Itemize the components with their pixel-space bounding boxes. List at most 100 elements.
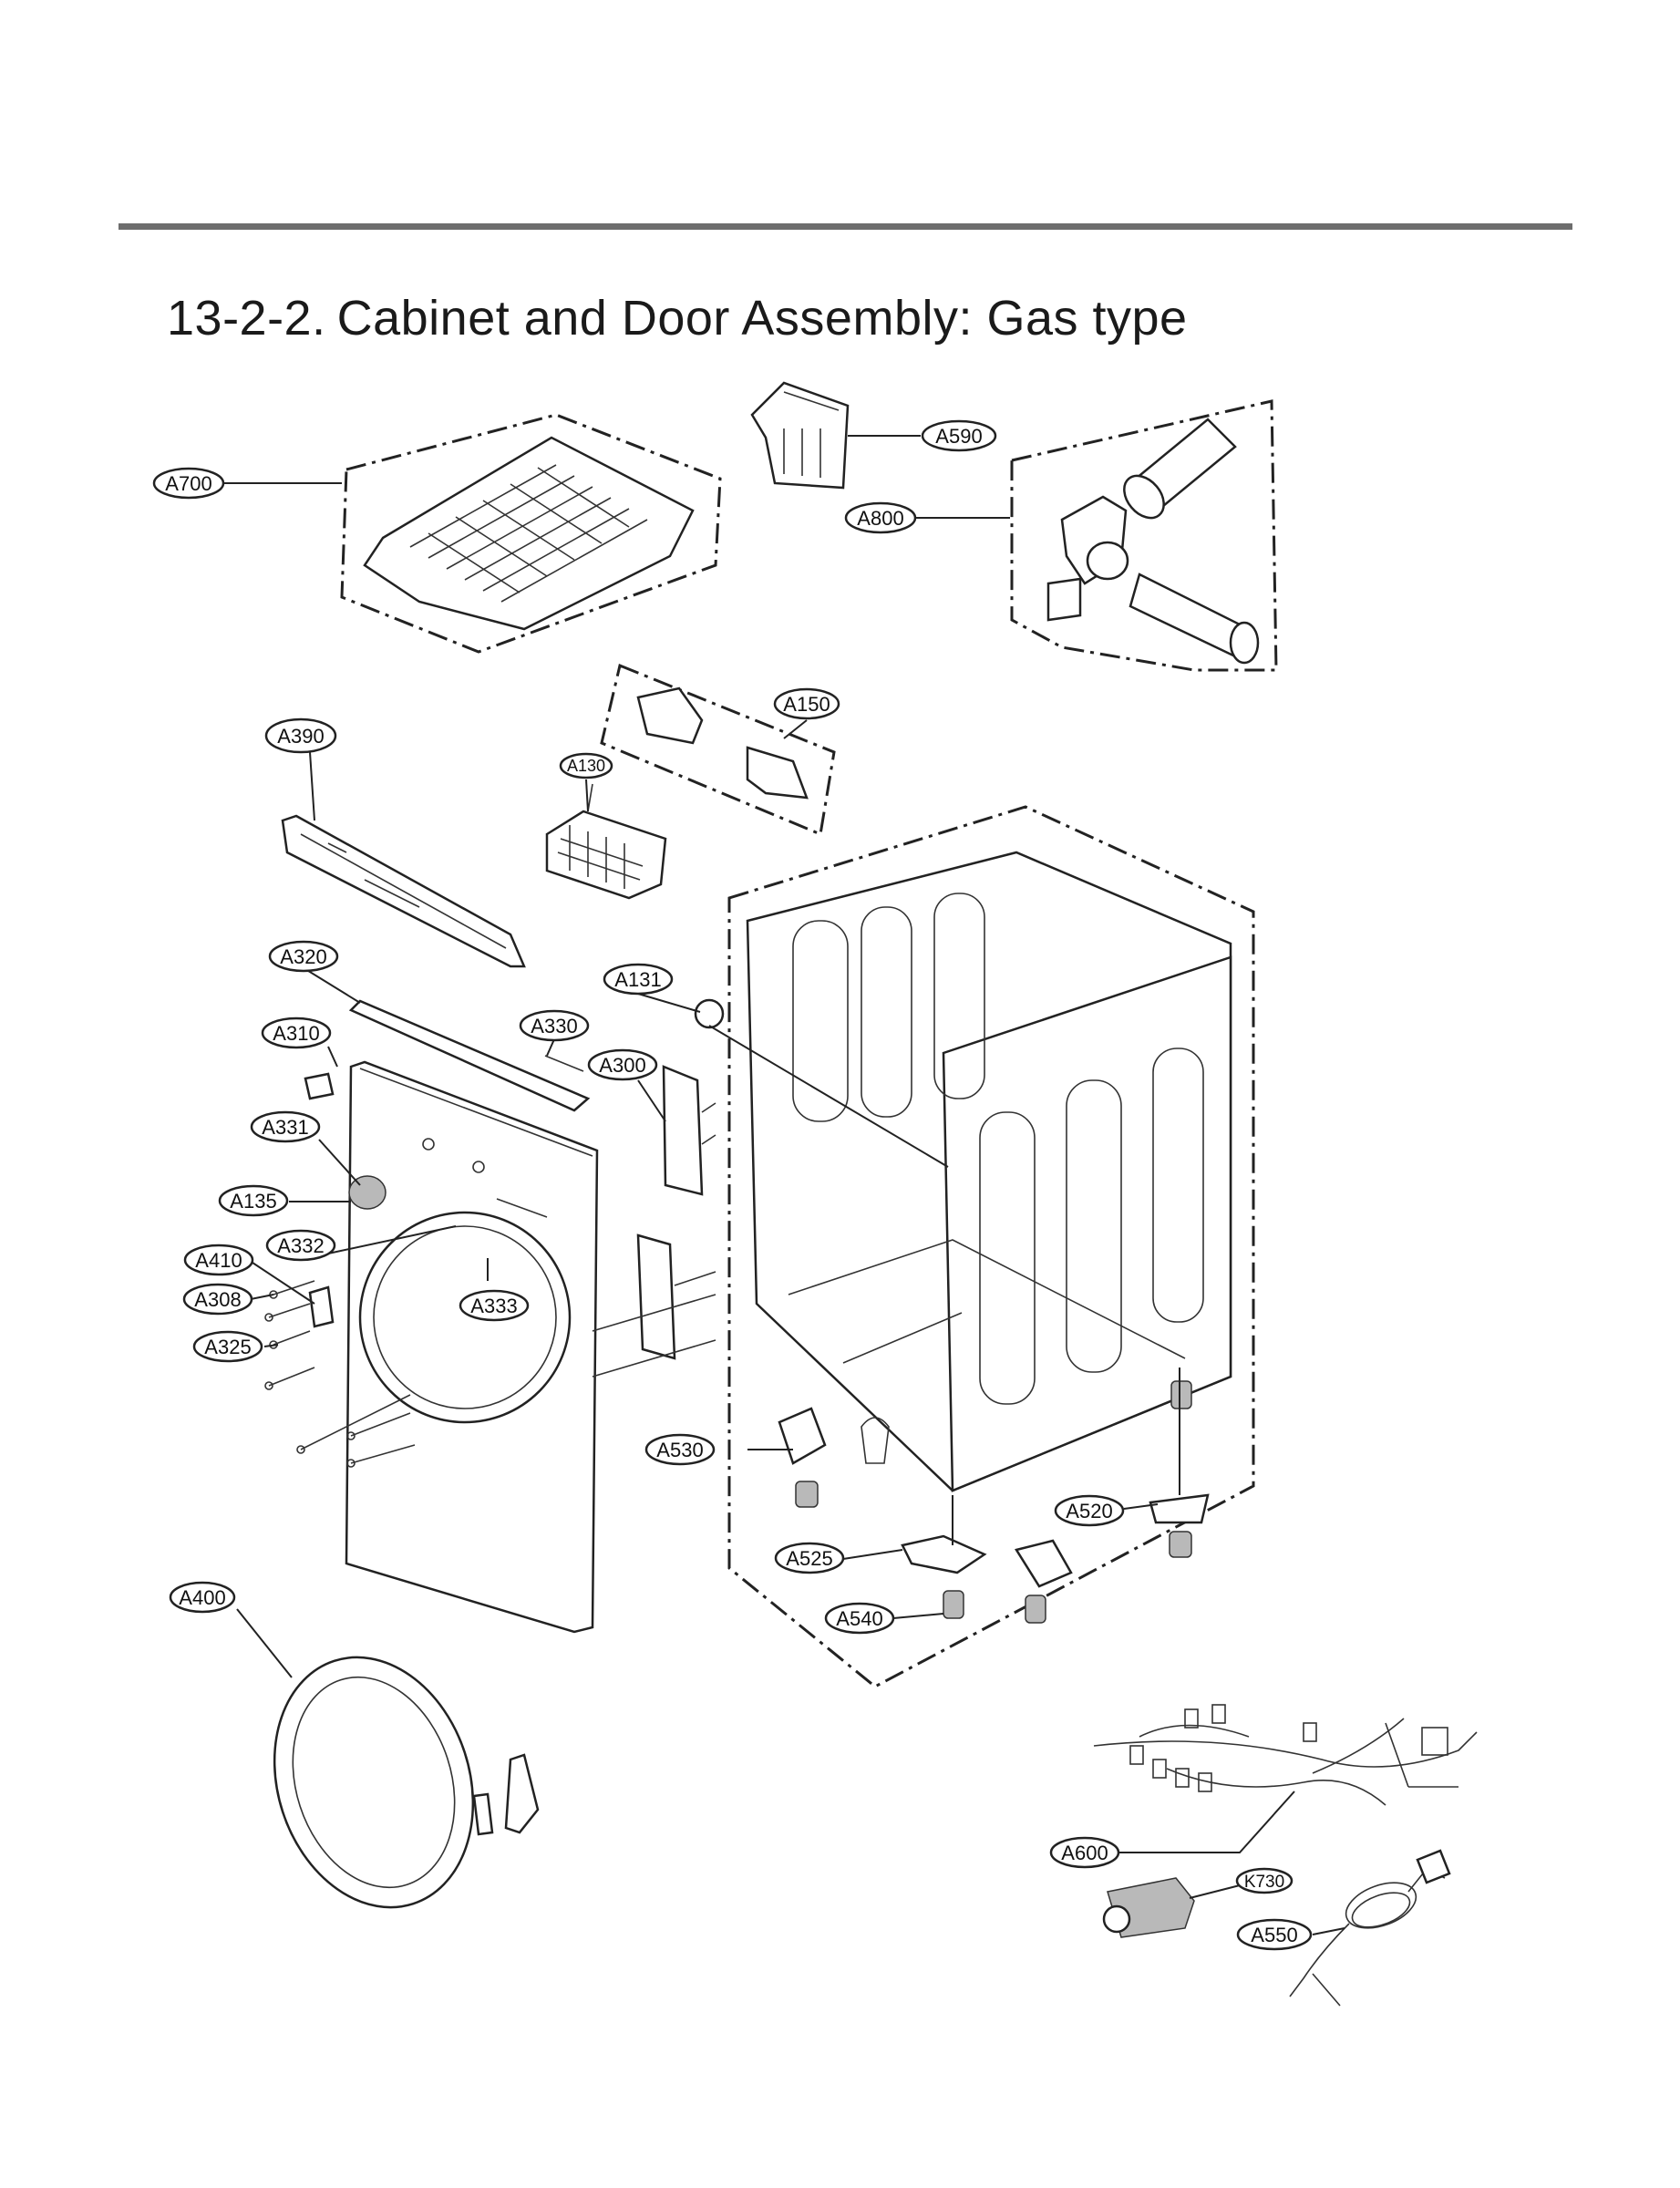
callout-A590: A590: [921, 419, 997, 452]
panel-trim-strip: [544, 1055, 584, 1072]
cabinet-boundary: [727, 805, 1255, 1688]
callout-A600: A600: [1049, 1836, 1120, 1869]
svg-text:A150: A150: [783, 693, 830, 716]
control-parts-boundary: [600, 663, 836, 837]
callout-A150: A150: [773, 687, 840, 720]
callout-A135: A135: [218, 1184, 289, 1217]
leveling-bracket-mid: [901, 1534, 987, 1574]
svg-text:A550: A550: [1251, 1924, 1297, 1946]
callout-A333: A333: [459, 1289, 530, 1322]
duct-pipe-lower: [1129, 573, 1260, 665]
svg-text:A600: A600: [1061, 1842, 1108, 1864]
svg-text:A390: A390: [277, 725, 324, 748]
leveling-bracket-front-left: [778, 1407, 827, 1465]
leveling-bracket-right: [1015, 1539, 1073, 1588]
screws: [264, 1280, 416, 1468]
callout-A400: A400: [169, 1581, 236, 1614]
svg-text:A325: A325: [204, 1336, 251, 1358]
grommet-part: [694, 998, 725, 1029]
wire-harness-part: [1093, 1704, 1478, 1806]
control-part-left: [636, 686, 704, 745]
cabinet-panel-stampings: [792, 893, 1204, 1405]
callout-A330: A330: [519, 1009, 590, 1042]
drying-rack-grid: [409, 464, 648, 603]
callout-A530: A530: [644, 1433, 716, 1466]
svg-text:A300: A300: [599, 1054, 645, 1077]
callout-K730: K730: [1235, 1867, 1293, 1894]
callout-A700: A700: [152, 467, 225, 500]
leveling-foot-rear: [1169, 1531, 1192, 1558]
drying-rack-group: [340, 413, 722, 654]
cabinet-side-panel: [942, 955, 1232, 1492]
filter-housing-part: [545, 783, 667, 900]
svg-text:A320: A320: [280, 945, 326, 968]
callout-A525: A525: [774, 1542, 845, 1574]
door-opening: [358, 1211, 572, 1424]
callout-A310: A310: [261, 1017, 332, 1049]
svg-text:A333: A333: [470, 1295, 517, 1317]
svg-text:A130: A130: [567, 757, 605, 775]
svg-text:A520: A520: [1066, 1500, 1112, 1522]
svg-text:A135: A135: [230, 1190, 276, 1213]
svg-text:A530: A530: [656, 1439, 703, 1461]
hinge-lower-part: [636, 1233, 676, 1360]
svg-text:K730: K730: [1244, 1873, 1284, 1892]
duct-elbow: [1060, 495, 1129, 585]
header-rule: [119, 223, 1572, 230]
callout-A332: A332: [265, 1229, 336, 1262]
leveling-foot-top-rear: [1170, 1380, 1192, 1409]
power-cord-part: [1289, 1849, 1451, 2007]
svg-text:A331: A331: [262, 1116, 308, 1139]
callout-A800: A800: [844, 501, 917, 534]
control-parts-group: [600, 663, 836, 837]
exhaust-duct-boundary: [1010, 399, 1278, 672]
callout-A390: A390: [264, 717, 337, 754]
callout-A331: A331: [250, 1110, 321, 1143]
callout-A320: A320: [268, 940, 339, 973]
callout-A520: A520: [1054, 1494, 1125, 1527]
gas-valve-part: [1102, 1877, 1195, 1938]
callout-A325: A325: [192, 1330, 263, 1363]
section-number: 13-2-2.: [167, 291, 326, 346]
svg-text:A410: A410: [195, 1249, 242, 1272]
callout-A130: A130: [559, 752, 613, 779]
svg-text:A310: A310: [273, 1022, 319, 1045]
drying-rack-boundary: [340, 413, 722, 654]
svg-text:A700: A700: [165, 472, 211, 495]
door-handle-part: [504, 1753, 540, 1834]
svg-text:A131: A131: [614, 968, 661, 991]
knob-part: [348, 1175, 387, 1210]
section-heading: 13-2-2.Cabinet and Door Assembly: Gas ty…: [167, 290, 1188, 346]
leveling-foot-front-left: [795, 1481, 819, 1508]
svg-text:A308: A308: [194, 1288, 241, 1311]
keyhole-bracket: [861, 1417, 890, 1464]
exhaust-duct-group: [1010, 399, 1278, 672]
cabinet-group: [727, 805, 1255, 1688]
callout-A540: A540: [824, 1602, 895, 1635]
svg-text:A400: A400: [179, 1586, 225, 1609]
hinge-upper-part: [662, 1065, 704, 1196]
callout-A308: A308: [182, 1283, 253, 1316]
door-assembly-part: [273, 1656, 540, 1909]
svg-text:A330: A330: [531, 1015, 577, 1037]
door-latch-part: [308, 1285, 335, 1328]
rear-bracket-part: [750, 381, 850, 490]
callout-A550: A550: [1236, 1918, 1313, 1951]
duct-pipe-upper: [1123, 418, 1237, 520]
cabinet-base: [788, 1239, 1186, 1364]
svg-text:A525: A525: [786, 1547, 832, 1570]
front-panel-group: [304, 1060, 599, 1634]
control-part-right: [746, 746, 809, 800]
top-rail-part: [281, 814, 526, 968]
door-handle-cover-part: [472, 1792, 494, 1836]
svg-text:A590: A590: [935, 425, 982, 448]
svg-text:A540: A540: [836, 1607, 882, 1630]
bracket-small-part: [304, 1072, 335, 1100]
callout-A131: A131: [603, 963, 674, 996]
callout-labels: A700 A590 A800 A150 A390 A130 A320 A131 …: [152, 419, 1313, 1951]
leveling-foot-front-right: [1025, 1595, 1046, 1624]
duct-clip: [1046, 577, 1082, 622]
leveling-bracket-rear: [1149, 1493, 1210, 1524]
